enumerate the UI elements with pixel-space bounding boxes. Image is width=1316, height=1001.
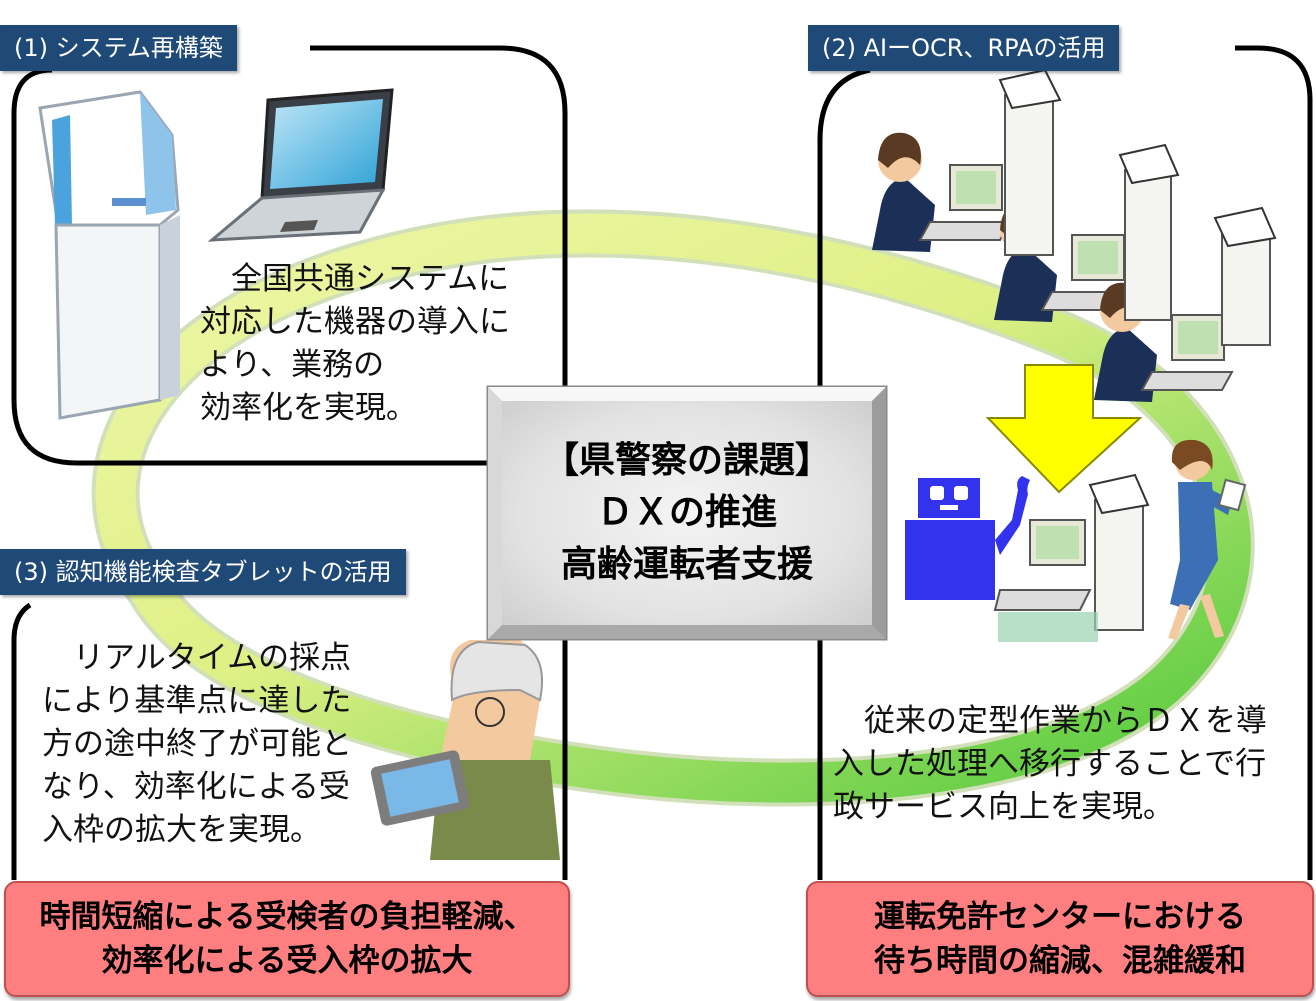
section-3-tab: (3) 認知機能検査タブレットの活用 — [0, 549, 406, 595]
desc-line: 入した処理へ移行することで行 — [833, 746, 1267, 782]
panel-3-outline — [11, 602, 568, 880]
desc-line: なり、効率化による受 — [42, 769, 350, 805]
down-arrow-icon — [985, 364, 1143, 494]
desc-line: 全国共通システムに — [200, 261, 510, 297]
center-line-dx: ＤＸの推進 — [596, 492, 777, 533]
desc-line: 従来の定型作業からＤＸを導 — [833, 703, 1267, 739]
center-issue-box: 【県警察の課題】 ＤＸの推進 高齢運転者支援 — [486, 385, 888, 641]
desc-line: 入枠の拡大を実現。 — [42, 812, 321, 848]
center-title: 【県警察の課題】 — [542, 440, 831, 481]
outcome-right-box: 運転免許センターにおける 待ち時間の縮減、混雑緩和 — [806, 881, 1314, 997]
section-2-description: 従来の定型作業からＤＸを導 入した処理へ移行することで行 政サービス向上を実現。 — [833, 700, 1267, 829]
desc-line: より、業務の — [200, 347, 385, 383]
panel-1-outline — [11, 45, 568, 466]
kiosk-terminal-icon — [38, 90, 180, 420]
center-line-elderly: 高齢運転者支援 — [560, 544, 813, 585]
robot-icon — [905, 476, 1098, 642]
desc-line: 政サービス向上を実現。 — [833, 789, 1174, 825]
laptop-icon — [207, 88, 394, 242]
section-2-tab: (2) AIーOCR、RPAの活用 — [808, 25, 1120, 71]
desc-line: 方の途中終了が可能と — [42, 726, 352, 762]
document-stack-icon — [998, 68, 1277, 631]
outcome-line: 運転免許センターにおける — [874, 899, 1246, 935]
center-box — [486, 385, 888, 641]
elderly-man-tablet-icon — [370, 640, 560, 860]
businesswoman-icon — [1168, 439, 1247, 640]
outcome-line: 待ち時間の縮減、混雑緩和 — [874, 943, 1246, 979]
outcome-line: 時間短縮による受検者の負担軽減、 — [39, 899, 535, 935]
section-1-description: 全国共通システムに 対応した機器の導入に より、業務の 効率化を実現。 — [200, 258, 510, 430]
desc-line: 対応した機器の導入に — [200, 304, 510, 340]
desc-line: リアルタイムの採点 — [42, 640, 352, 676]
desc-line: 効率化を実現。 — [200, 390, 417, 426]
desc-line: により基準点に達した — [42, 683, 352, 719]
section-1-tab: (1) システム再構築 — [0, 25, 237, 71]
panel-2-outline — [817, 45, 1313, 880]
outcome-left-box: 時間短縮による受検者の負担軽減、 効率化による受入枠の拡大 — [4, 881, 570, 997]
outcome-line: 効率化による受入枠の拡大 — [101, 943, 473, 979]
section-3-description: リアルタイムの採点 により基準点に達した 方の途中終了が可能と なり、効率化によ… — [42, 637, 352, 852]
